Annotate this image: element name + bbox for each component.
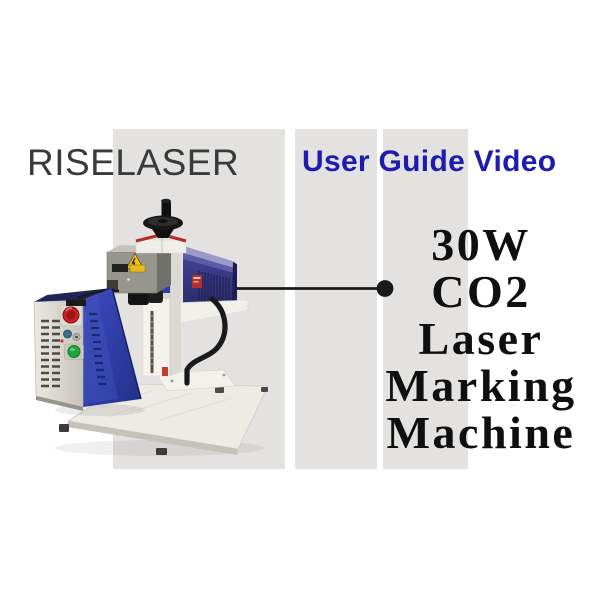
emergency-stop-button — [59, 299, 86, 327]
background-band-middle — [295, 129, 377, 469]
video-guide-label: User Guide Video — [302, 145, 557, 178]
column-scale — [150, 311, 154, 373]
background-band-right — [383, 129, 468, 469]
vent-grille — [41, 319, 60, 388]
side-vents — [89, 312, 106, 386]
title-line-marking: Marking — [385, 360, 577, 411]
product-title: 30W CO2 Laser Marking Machine — [351, 221, 600, 456]
laser-machine-photo — [33, 198, 269, 456]
column-foot — [155, 369, 236, 392]
callout-dot — [376, 280, 394, 297]
lens-barrel — [128, 290, 149, 305]
column-indicator — [162, 367, 168, 376]
laser-tube — [183, 246, 237, 310]
power-button — [64, 343, 84, 360]
title-line-laser: Laser — [418, 313, 544, 364]
laser-head — [135, 198, 187, 254]
spec-label — [129, 264, 146, 273]
callout-pointer — [233, 280, 394, 297]
connectors — [60, 329, 81, 343]
adjustment-knob — [143, 198, 183, 231]
galvo-head — [106, 245, 171, 305]
brand-logo: RISELASER — [27, 142, 240, 183]
handle — [77, 289, 120, 300]
tube-bracket — [169, 299, 249, 326]
title-line-machine: Machine — [386, 407, 576, 458]
black-label — [112, 264, 128, 272]
cable — [184, 296, 228, 386]
title-line-power: 30W — [431, 219, 531, 270]
control-box — [33, 287, 142, 411]
title-line-type: CO2 — [431, 266, 531, 317]
